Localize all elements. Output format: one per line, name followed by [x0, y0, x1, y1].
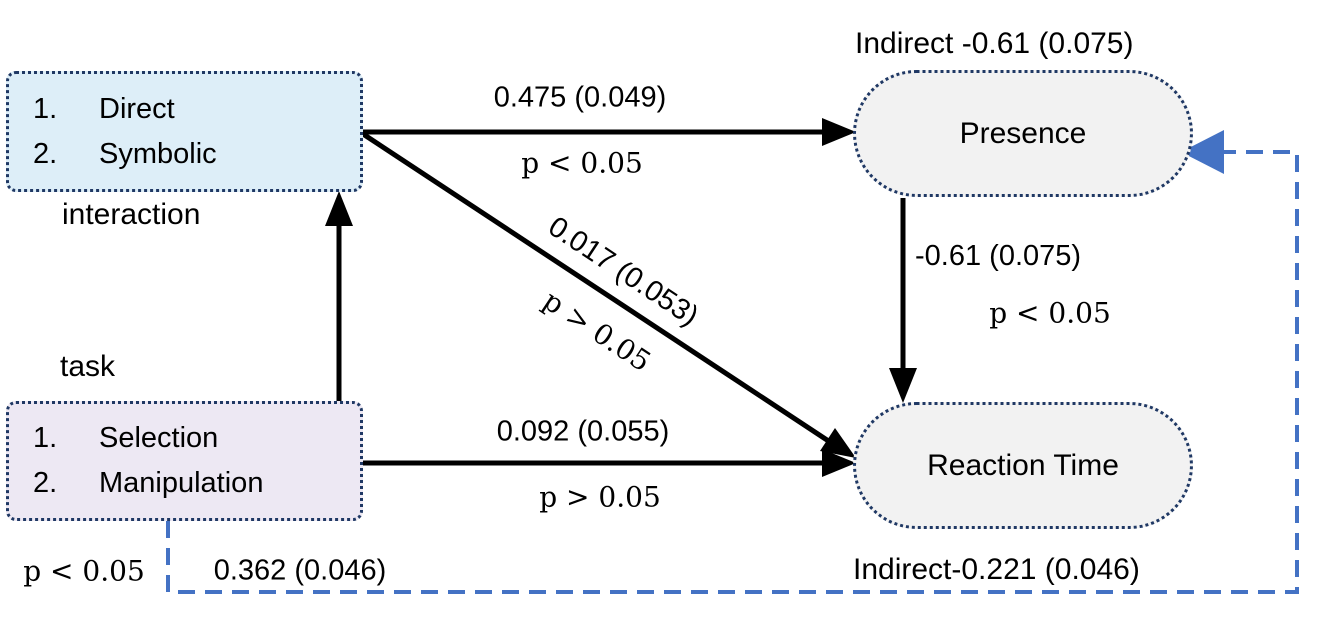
- arrowhead-task-to-rt: [822, 449, 856, 477]
- pvalue-interaction-presence: p < 0.05: [521, 146, 643, 180]
- list-label: Symbolic: [99, 137, 217, 170]
- list-number: 1.: [33, 92, 58, 125]
- pvalue-task-rt: p > 0.05: [539, 480, 661, 514]
- indirect-effect-top-label: Indirect -0.61 (0.075): [855, 27, 1134, 60]
- pvalue-task-indirect: p < 0.05: [23, 554, 145, 588]
- interaction-item-symbolic: 2. Symbolic: [33, 138, 360, 171]
- list-number: 1.: [33, 422, 58, 454]
- task-item-manipulation: 2. Manipulation: [33, 467, 360, 500]
- interaction-caption: interaction: [62, 198, 201, 231]
- list-label: Manipulation: [99, 467, 264, 499]
- list-number: 2.: [33, 467, 58, 499]
- pvalue-presence-rt: p < 0.05: [989, 296, 1111, 330]
- reaction-time-node-label: Reaction Time: [927, 448, 1119, 482]
- arrowhead-interaction-to-rt: [820, 428, 856, 458]
- coef-task-indirect: 0.362 (0.046): [213, 554, 387, 587]
- presence-node: Presence: [853, 70, 1193, 197]
- indirect-path-task-to-presence: [166, 150, 1299, 594]
- list-label: Selection: [99, 422, 219, 454]
- presence-node-label: Presence: [959, 116, 1087, 150]
- task-box: 1. Selection 2. Manipulation: [6, 401, 363, 521]
- indirect-effect-bottom-label: Indirect-0.221 (0.046): [853, 553, 1140, 586]
- coef-presence-rt: -0.61 (0.075): [915, 240, 1082, 272]
- arrowhead-interaction-to-presence: [822, 118, 856, 146]
- arrow-interaction-to-rt: [361, 131, 832, 445]
- coef-interaction-presence: 0.475 (0.049): [493, 81, 667, 114]
- task-caption: task: [60, 350, 116, 383]
- coef-task-rt: 0.092 (0.055): [496, 415, 670, 448]
- interaction-box: 1. Direct 2. Symbolic: [6, 71, 363, 192]
- list-label: Direct: [99, 92, 175, 125]
- task-item-selection: 1. Selection: [33, 422, 360, 455]
- interaction-item-direct: 1. Direct: [33, 93, 360, 126]
- arrowhead-indirect-to-presence: [1181, 130, 1224, 174]
- arrowhead-task-to-interaction: [325, 191, 353, 226]
- list-number: 2.: [33, 137, 58, 170]
- reaction-time-node: Reaction Time: [853, 402, 1193, 529]
- arrowhead-presence-to-rt: [889, 368, 917, 403]
